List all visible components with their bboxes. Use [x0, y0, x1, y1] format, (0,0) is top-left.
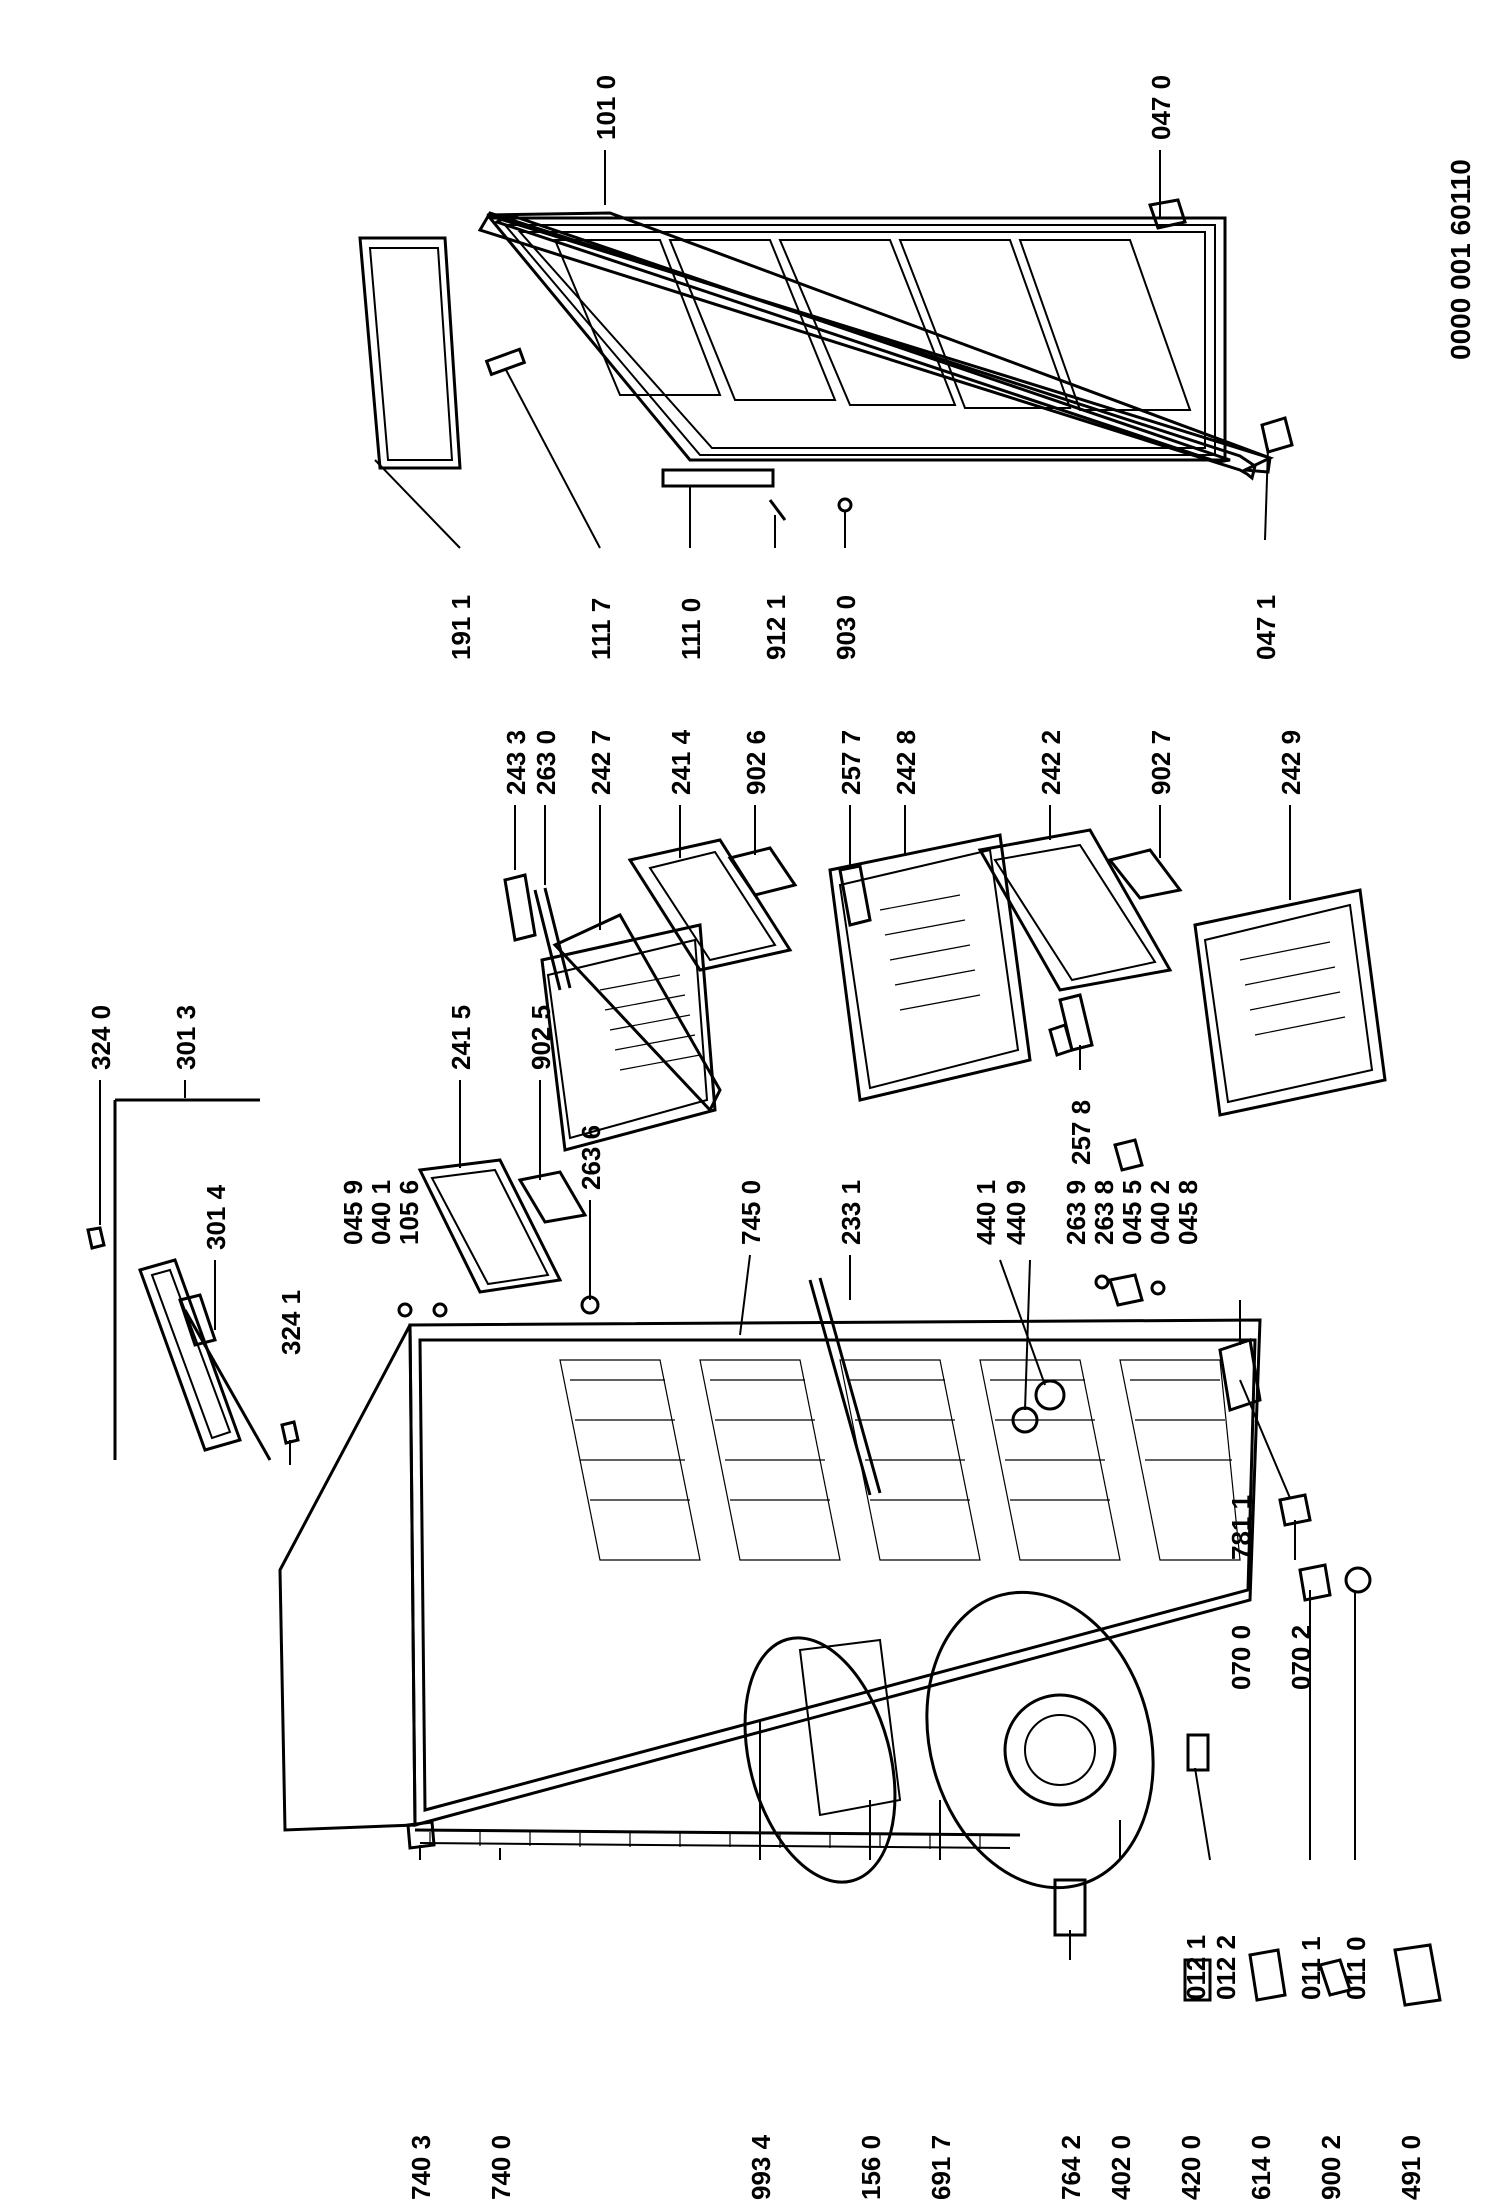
label-011-0: 011 0 — [1341, 1936, 1371, 2000]
label-101-0: 101 0 — [591, 75, 621, 140]
loose-parts — [1183, 1943, 1442, 2007]
label-902-5: 902 5 — [526, 1005, 556, 1070]
label-440-9: 440 9 — [1001, 1180, 1031, 1245]
label-045-9: 045 9 — [338, 1180, 368, 1245]
label-012-1: 012 1 — [1181, 1935, 1211, 2000]
label-047-0: 047 0 — [1146, 75, 1176, 140]
label-614-0: 614 0 — [1246, 2135, 1276, 2200]
label-324-0: 324 0 — [86, 1005, 116, 1070]
label-745-0: 745 0 — [736, 1180, 766, 1245]
label-257-8: 257 8 — [1066, 1100, 1096, 1165]
label-242-7: 242 7 — [586, 730, 616, 795]
label-257-7: 257 7 — [836, 730, 866, 795]
top-flap — [417, 1158, 600, 1315]
drawing-number: 0000 001 60110 — [1445, 159, 1476, 360]
label-070-0: 070 0 — [1226, 1625, 1256, 1690]
part-labels: 101 0 047 0 047 1 191 1 111 7 111 0 912 … — [86, 75, 1476, 2200]
door-assembly — [358, 198, 1294, 521]
label-012-2: 012 2 — [1211, 1935, 1241, 2000]
label-263-8: 263 8 — [1089, 1180, 1119, 1245]
label-111-0: 111 0 — [676, 598, 706, 660]
label-011-1: 011 1 — [1296, 1936, 1326, 2000]
label-903-0: 903 0 — [831, 595, 861, 660]
label-402-0: 402 0 — [1106, 2135, 1136, 2200]
label-902-6: 902 6 — [741, 730, 771, 795]
label-105-6: 105 6 — [394, 1180, 424, 1245]
label-263-9: 263 9 — [1061, 1180, 1091, 1245]
label-764-2: 764 2 — [1056, 2135, 1086, 2200]
label-045-8: 045 8 — [1173, 1180, 1203, 1245]
label-111-7: 111 7 — [586, 598, 616, 660]
label-045-5: 045 5 — [1117, 1180, 1147, 1245]
label-241-5: 241 5 — [446, 1005, 476, 1070]
label-242-8: 242 8 — [891, 730, 921, 795]
label-263-6: 263 6 — [576, 1125, 606, 1190]
label-324-1: 324 1 — [276, 1290, 306, 1355]
label-912-1: 912 1 — [761, 595, 791, 660]
label-902-7: 902 7 — [1146, 730, 1176, 795]
label-070-2: 070 2 — [1286, 1625, 1316, 1690]
label-900-2: 900 2 — [1316, 2135, 1346, 2200]
label-040-2: 040 2 — [1145, 1180, 1175, 1245]
label-242-2: 242 2 — [1036, 730, 1066, 795]
top-cover — [86, 1098, 300, 1461]
label-040-1: 040 1 — [366, 1180, 396, 1245]
label-740-3: 740 3 — [406, 2135, 436, 2200]
label-243-3: 243 3 — [501, 730, 531, 795]
label-242-9: 242 9 — [1276, 730, 1306, 795]
label-993-4: 993 4 — [746, 2134, 776, 2200]
leader-lines — [99, 150, 1356, 1960]
label-740-0: 740 0 — [486, 2135, 516, 2200]
label-301-3: 301 3 — [171, 1005, 201, 1070]
label-156-0: 156 0 — [856, 2135, 886, 2200]
label-691-7: 691 7 — [926, 2135, 956, 2200]
label-191-1: 191 1 — [446, 595, 476, 660]
cabinet-body — [278, 1273, 1372, 1937]
middle-basket-assembly — [828, 828, 1183, 1102]
label-491-0: 491 0 — [1396, 2135, 1426, 2200]
label-263-0: 263 0 — [531, 730, 561, 795]
label-241-4: 241 4 — [666, 729, 696, 795]
label-301-4: 301 4 — [201, 1184, 231, 1250]
hinge-small-parts — [397, 1023, 1144, 1318]
upper-basket-assembly — [503, 838, 798, 1152]
label-047-1: 047 1 — [1251, 595, 1281, 660]
label-420-0: 420 0 — [1176, 2135, 1206, 2200]
label-440-1: 440 1 — [971, 1180, 1001, 1245]
label-233-1: 233 1 — [836, 1180, 866, 1245]
bottom-basket — [1193, 888, 1387, 1117]
label-781-1: 781 1 — [1226, 1495, 1256, 1560]
